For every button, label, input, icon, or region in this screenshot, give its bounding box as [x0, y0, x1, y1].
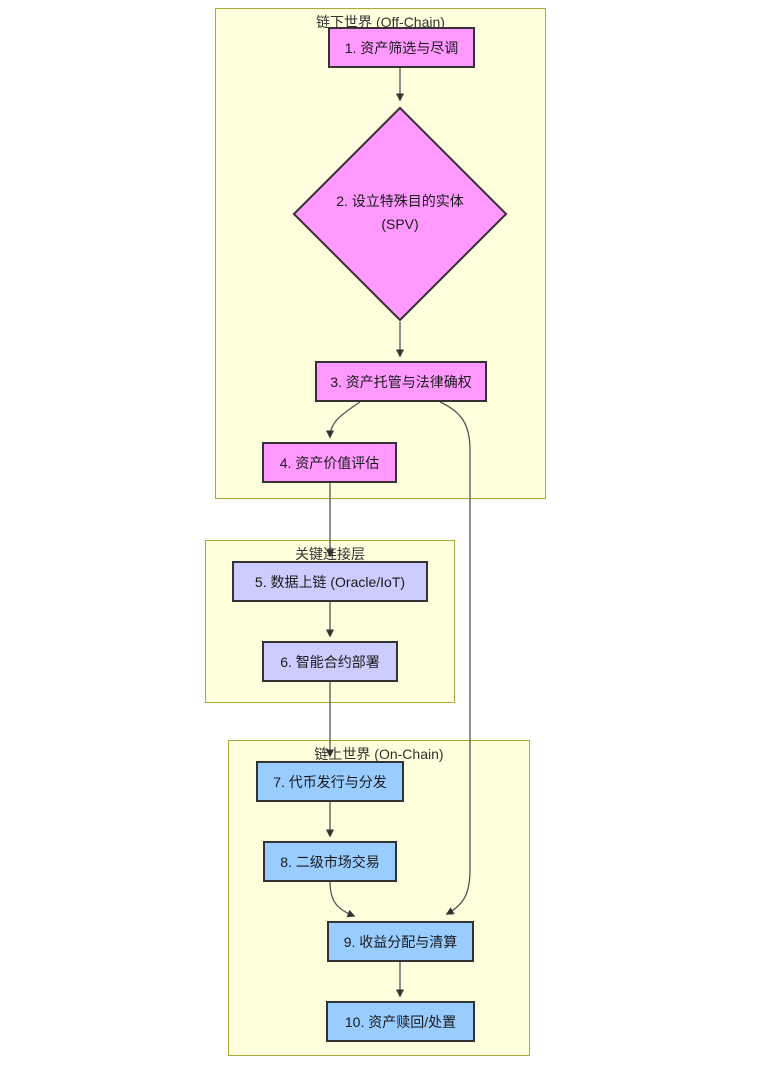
node-2-label: 2. 设立特殊目的实体 (SPV)	[300, 190, 500, 236]
node-3-custody-legal: 3. 资产托管与法律确权	[315, 361, 487, 402]
node-9-revenue-distribution: 9. 收益分配与清算	[327, 921, 474, 962]
node-1-label: 1. 资产筛选与尽调	[344, 39, 459, 56]
node-2-label-line2: (SPV)	[381, 216, 419, 232]
node-2-label-line1: 2. 设立特殊目的实体	[336, 193, 464, 209]
node-5-label: 5. 数据上链 (Oracle/IoT)	[254, 573, 406, 590]
node-4-label: 4. 资产价值评估	[279, 454, 380, 471]
node-6-label: 6. 智能合约部署	[280, 653, 380, 670]
group-onchain-title: 链上世界 (On-Chain)	[314, 746, 444, 762]
node-10-label: 10. 资产赎回/处置	[344, 1013, 457, 1030]
node-10-redemption-disposal: 10. 资产赎回/处置	[326, 1001, 475, 1042]
node-4-valuation: 4. 资产价值评估	[262, 442, 397, 483]
group-offchain-title: 链下世界 (Off-Chain)	[316, 14, 445, 30]
node-7-token-issuance: 7. 代币发行与分发	[256, 761, 404, 802]
node-8-secondary-market: 8. 二级市场交易	[263, 841, 397, 882]
node-3-label: 3. 资产托管与法律确权	[330, 373, 472, 390]
node-8-label: 8. 二级市场交易	[280, 853, 380, 870]
node-7-label: 7. 代币发行与分发	[273, 773, 387, 790]
node-6-smart-contract: 6. 智能合约部署	[262, 641, 398, 682]
node-5-data-onchain: 5. 数据上链 (Oracle/IoT)	[232, 561, 428, 602]
node-9-label: 9. 收益分配与清算	[343, 933, 458, 950]
node-1-asset-screening: 1. 资产筛选与尽调	[328, 27, 475, 68]
